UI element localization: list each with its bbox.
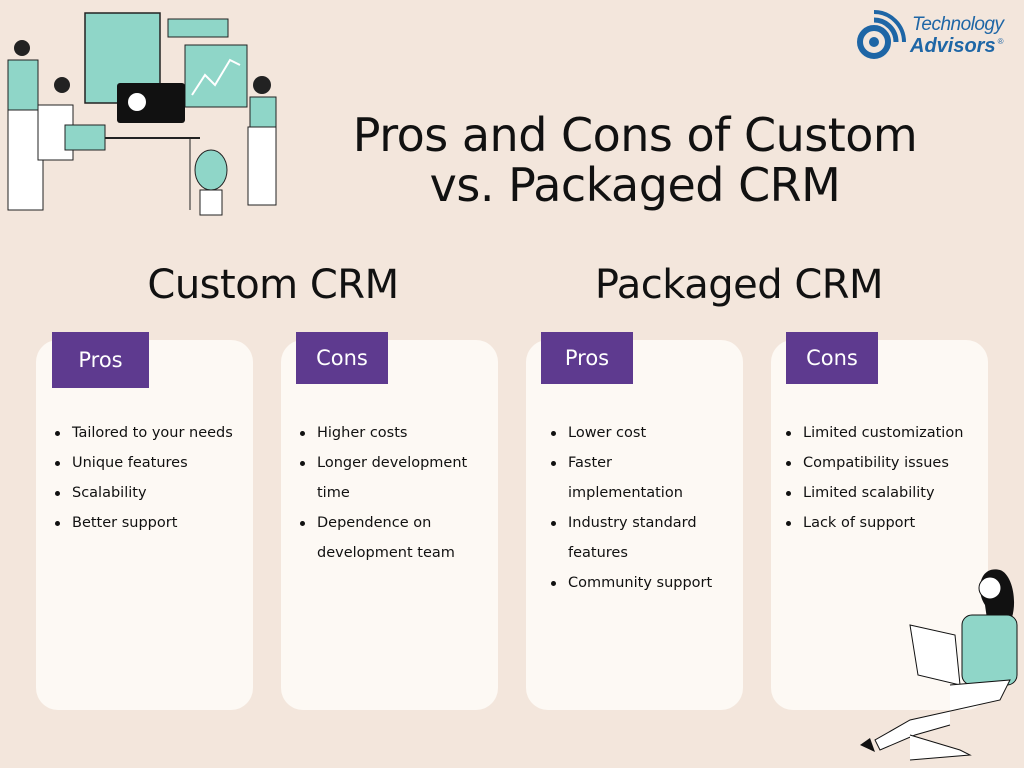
page-title: Pros and Cons of Custom vs. Packaged CRM bbox=[300, 110, 970, 210]
list-item: Limited customization bbox=[786, 418, 986, 448]
custom-cons-list: Higher costs Longer development time Dep… bbox=[300, 418, 475, 568]
list-item: Industry standard features bbox=[551, 508, 731, 568]
custom-pros-tab: Pros bbox=[52, 332, 149, 388]
list-item: Limited scalability bbox=[786, 478, 986, 508]
custom-pros-card bbox=[36, 340, 253, 710]
custom-pros-list: Tailored to your needs Unique features S… bbox=[55, 418, 255, 538]
list-item: Lower cost bbox=[551, 418, 731, 448]
logo-text-line1: Technology bbox=[912, 14, 1004, 35]
list-item: Lack of support bbox=[786, 508, 986, 538]
packaged-pros-card bbox=[526, 340, 743, 710]
woman-with-laptop-illustration bbox=[860, 569, 1018, 761]
list-item: Faster implementation bbox=[551, 448, 731, 508]
office-team-illustration bbox=[7, 12, 277, 216]
signal-logo-icon bbox=[857, 10, 906, 59]
list-item: Dependence on development team bbox=[300, 508, 475, 568]
packaged-cons-list: Limited customization Compatibility issu… bbox=[786, 418, 986, 538]
custom-cons-tab: Cons bbox=[296, 332, 388, 384]
technology-advisors-logo: Technology Advisors ® bbox=[852, 10, 1024, 66]
logo-text-line2: Advisors bbox=[910, 35, 996, 57]
list-item: Scalability bbox=[55, 478, 255, 508]
list-item: Community support bbox=[551, 568, 731, 598]
logo-wordmark: Technology Advisors ® bbox=[910, 14, 1004, 58]
list-item: Unique features bbox=[55, 448, 255, 478]
list-item: Higher costs bbox=[300, 418, 475, 448]
title-line-2: vs. Packaged CRM bbox=[429, 158, 841, 212]
logo-line2-row: Advisors ® bbox=[910, 35, 1004, 58]
list-item: Tailored to your needs bbox=[55, 418, 255, 448]
list-item: Better support bbox=[55, 508, 255, 538]
packaged-pros-list: Lower cost Faster implementation Industr… bbox=[551, 418, 731, 598]
packaged-cons-tab: Cons bbox=[786, 332, 878, 384]
title-line-1: Pros and Cons of Custom bbox=[352, 108, 918, 162]
custom-crm-heading: Custom CRM bbox=[147, 262, 399, 308]
packaged-crm-heading: Packaged CRM bbox=[594, 262, 884, 308]
logo-registered-mark: ® bbox=[997, 37, 1004, 46]
list-item: Compatibility issues bbox=[786, 448, 986, 478]
custom-cons-card bbox=[281, 340, 498, 710]
list-item: Longer development time bbox=[300, 448, 475, 508]
packaged-pros-tab: Pros bbox=[541, 332, 633, 384]
